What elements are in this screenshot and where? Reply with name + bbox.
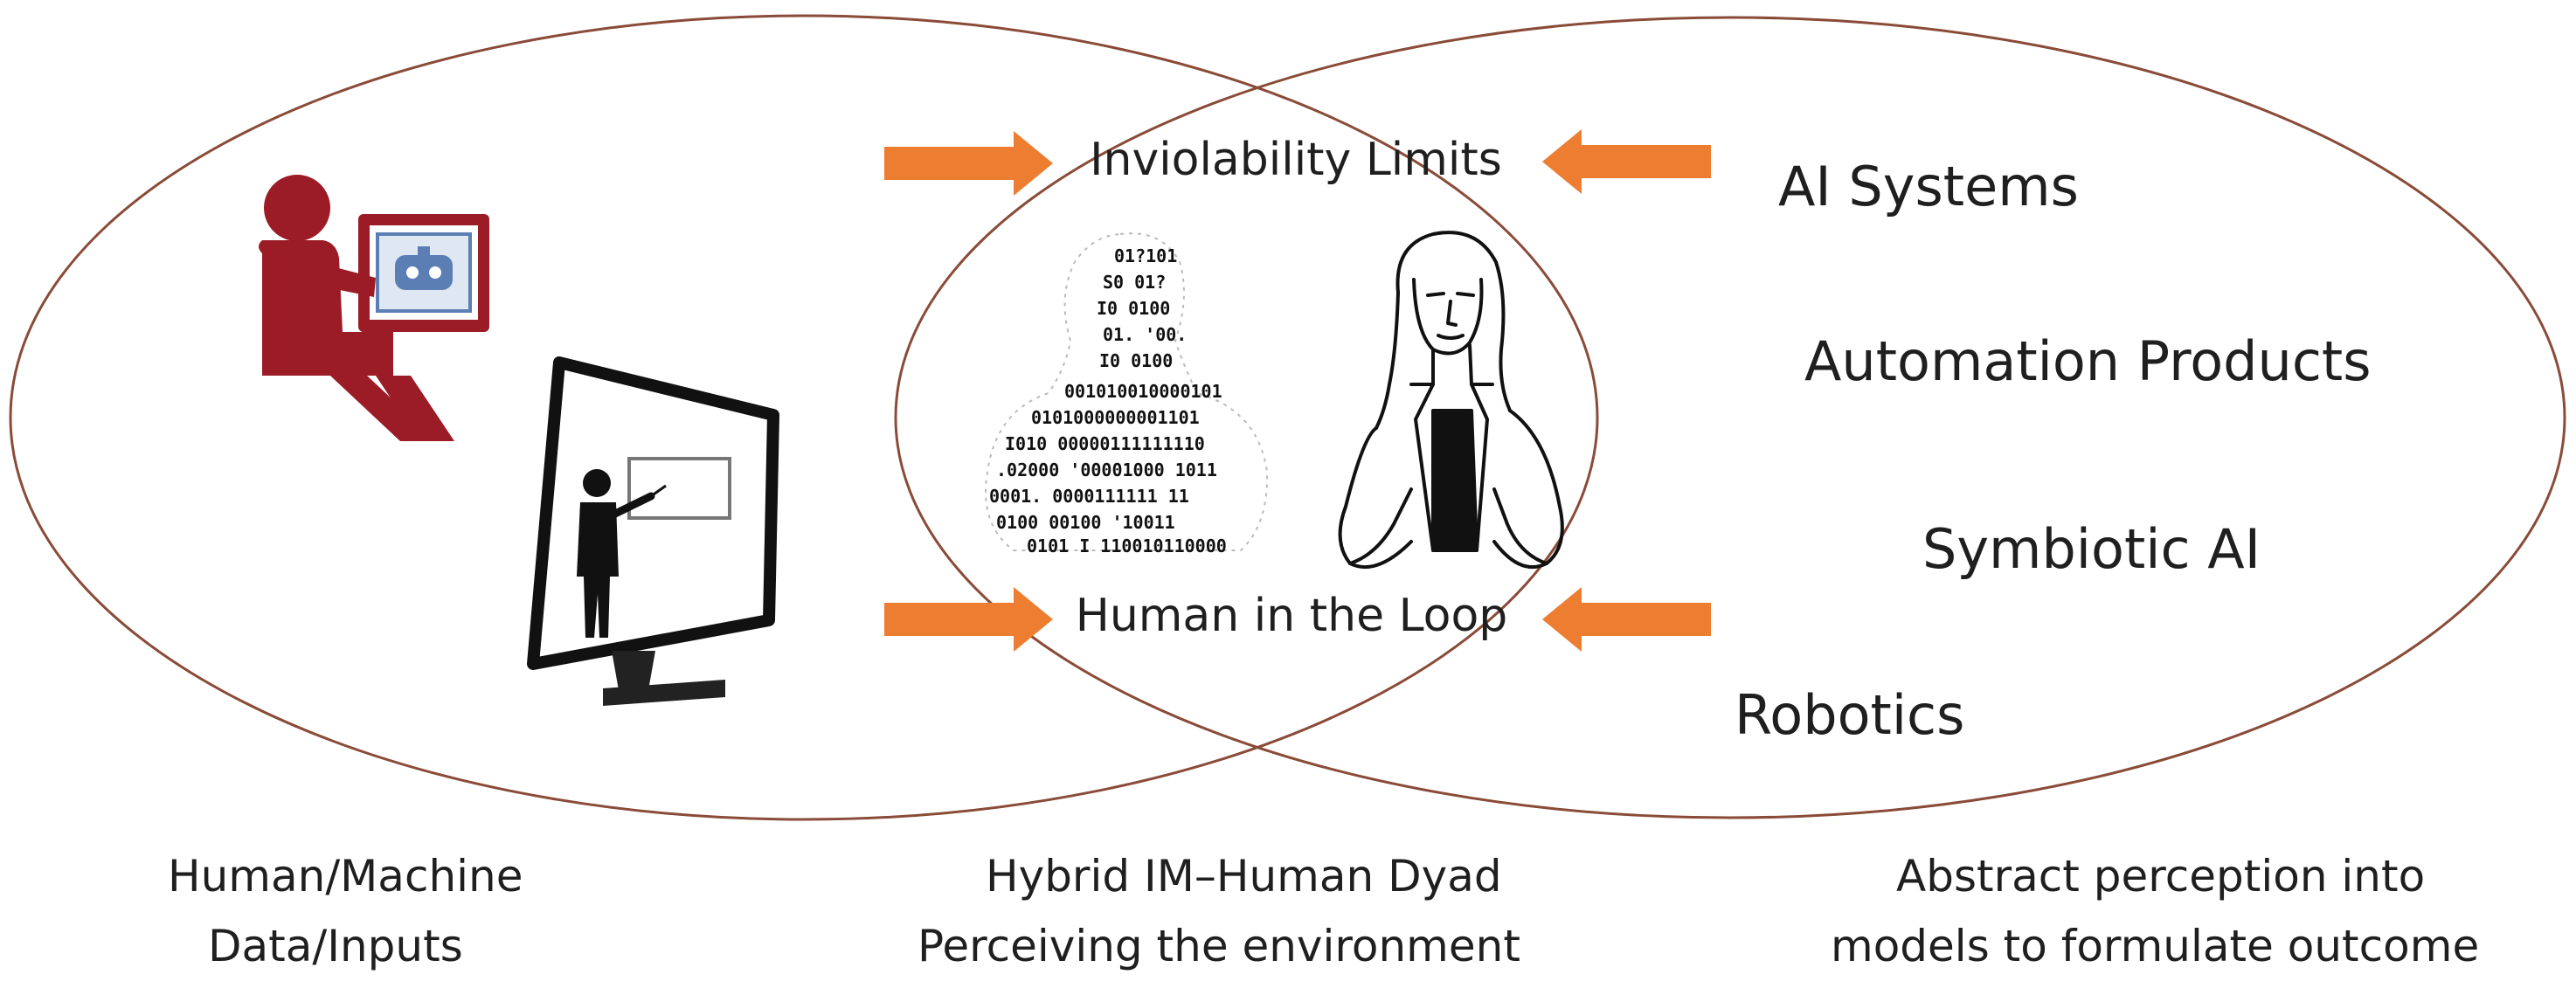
svg-text:0001. 0000111111 11: 0001. 0000111111 11 — [989, 486, 1189, 507]
caption-middle-line-2: Perceiving the environment — [918, 921, 1520, 971]
svg-text:0101 I 110010110000: 0101 I 110010110000 — [1027, 536, 1227, 556]
right-item-robotics: Robotics — [1735, 683, 1964, 747]
arrow-top-left — [884, 131, 1053, 196]
caption-middle: Hybrid IM–Human Dyad Perceiving the envi… — [918, 851, 1520, 971]
right-item-symbiotic-ai: Symbiotic AI — [1922, 517, 2261, 581]
svg-text:0101000000001101: 0101000000001101 — [1031, 407, 1200, 428]
svg-text:001010010000101: 001010010000101 — [1064, 381, 1222, 402]
arrow-bottom-right — [1542, 587, 1711, 652]
svg-text:S0 01?: S0 01? — [1103, 272, 1166, 293]
arrow-top-right — [1542, 129, 1711, 194]
caption-left: Human/Machine Data/Inputs — [168, 851, 523, 971]
binary-code-head-icon: 01?101 S0 01? I0 0100 01. '00. I0 0100 0… — [985, 232, 1269, 556]
inviolability-limits-label: Inviolability Limits — [1090, 134, 1502, 186]
svg-text:.02000 '00001000 1011: .02000 '00001000 1011 — [996, 459, 1217, 480]
svg-text:I0 0100: I0 0100 — [1097, 298, 1170, 319]
svg-text:I010 00000111111110: I010 00000111111110 — [1005, 433, 1205, 454]
right-ellipse — [894, 16, 2566, 819]
caption-right-line-2: models to formulate outcome — [1831, 921, 2479, 971]
person-at-computer-icon — [259, 175, 489, 441]
caption-left-line-2: Data/Inputs — [208, 921, 463, 971]
caption-right: Abstract perception into models to formu… — [1831, 851, 2479, 971]
caption-right-line-1: Abstract perception into — [1896, 851, 2425, 902]
right-item-automation-products: Automation Products — [1804, 329, 2372, 393]
caption-left-line-1: Human/Machine — [168, 851, 523, 902]
svg-text:0100 00100 '10011: 0100 00100 '10011 — [996, 512, 1175, 533]
right-item-ai-systems: AI Systems — [1778, 155, 2079, 218]
woman-sketch-icon — [1338, 231, 1564, 570]
left-ellipse — [9, 14, 1599, 821]
presenter-monitor-icon — [527, 356, 779, 706]
human-in-the-loop-label: Human in the Loop — [1076, 590, 1508, 642]
arrow-bottom-left — [884, 587, 1053, 652]
caption-middle-line-1: Hybrid IM–Human Dyad — [986, 851, 1502, 902]
svg-text:01?101: 01?101 — [1114, 245, 1177, 266]
svg-text:01. '00.: 01. '00. — [1103, 324, 1187, 345]
svg-text:I0 0100: I0 0100 — [1099, 350, 1173, 371]
